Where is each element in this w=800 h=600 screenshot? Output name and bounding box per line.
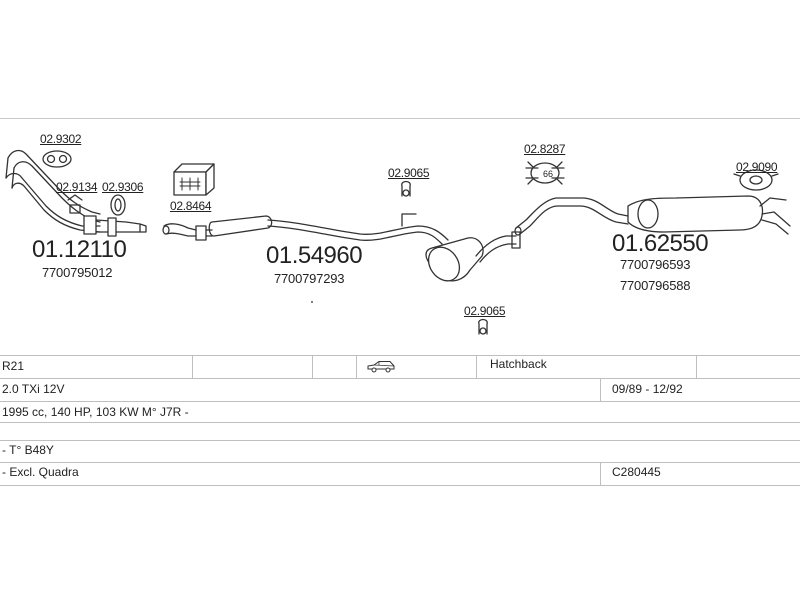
part-downpipe-oem: 7700795012: [42, 265, 113, 280]
part-downpipe-number[interactable]: 01.12110: [32, 236, 127, 263]
part-hanger-bottom-label[interactable]: 02.9065: [464, 304, 506, 318]
table-divider: [600, 378, 601, 401]
part-hanger-top-label[interactable]: 02.9065: [388, 166, 430, 180]
table-divider: [192, 355, 193, 378]
downpipe-drawing: [5, 149, 147, 237]
table-line: [0, 401, 800, 402]
gasket-a-drawing: [67, 194, 83, 214]
mount-66-drawing: [525, 161, 565, 185]
vehicle-engine: 2.0 TXi 12V: [2, 382, 65, 396]
table-divider: [312, 355, 313, 378]
rear-mount-drawing: [733, 169, 779, 191]
part-kit-box-label[interactable]: 02.8464: [170, 199, 212, 213]
table-line: [0, 485, 800, 486]
table-divider: [600, 462, 601, 485]
hatchback-car-icon: [367, 361, 395, 373]
table-line: [0, 422, 800, 423]
vehicle-body: Hatchback: [490, 357, 547, 371]
rear-pipe-drawing: [514, 197, 629, 236]
table-divider: [476, 355, 477, 378]
vehicle-note-2: - Excl. Quadra: [2, 465, 79, 479]
rear-silencer-drawing: [627, 195, 791, 235]
mount-66-badge: 66: [543, 169, 553, 179]
vehicle-specs: 1995 cc, 140 HP, 103 KW M° J7R -: [2, 405, 189, 419]
vehicle-code: C280445: [612, 465, 661, 479]
vehicle-years: 09/89 - 12/92: [612, 382, 683, 396]
resonator-drawing: [425, 231, 521, 282]
part-clamp-a-label[interactable]: 02.9302: [40, 132, 82, 146]
table-line: [0, 355, 800, 356]
vehicle-note-1: - T° B48Y: [2, 443, 54, 457]
kit-box-drawing: [173, 163, 215, 196]
table-divider: [356, 355, 357, 378]
table-line: [0, 440, 800, 441]
table-line: [0, 378, 800, 379]
table-line: [0, 462, 800, 463]
part-rear-number[interactable]: 01.62550: [612, 230, 709, 257]
part-mount-66-label[interactable]: 02.8287: [524, 142, 566, 156]
part-mid-number[interactable]: 01.54960: [266, 242, 363, 269]
part-mid-oem: 7700797293: [274, 271, 345, 286]
part-rear-oem-1: 7700796593: [620, 257, 691, 272]
hanger-bottom-drawing: [478, 318, 488, 335]
hanger-top-drawing: [401, 180, 411, 197]
clamp-a-drawing: [42, 150, 72, 168]
mid-silencer-drawing: [162, 213, 449, 245]
part-ring-a-label[interactable]: 02.9306: [102, 180, 144, 194]
table-divider: [696, 355, 697, 378]
part-gasket-a-label[interactable]: 02.9134: [56, 180, 98, 194]
ring-a-drawing: [110, 194, 126, 216]
part-rear-oem-2: 7700796588: [620, 278, 691, 293]
vehicle-model: R21: [2, 359, 25, 373]
part-rear-mount-label[interactable]: 02.9090: [736, 160, 778, 174]
top-border: [0, 118, 800, 119]
